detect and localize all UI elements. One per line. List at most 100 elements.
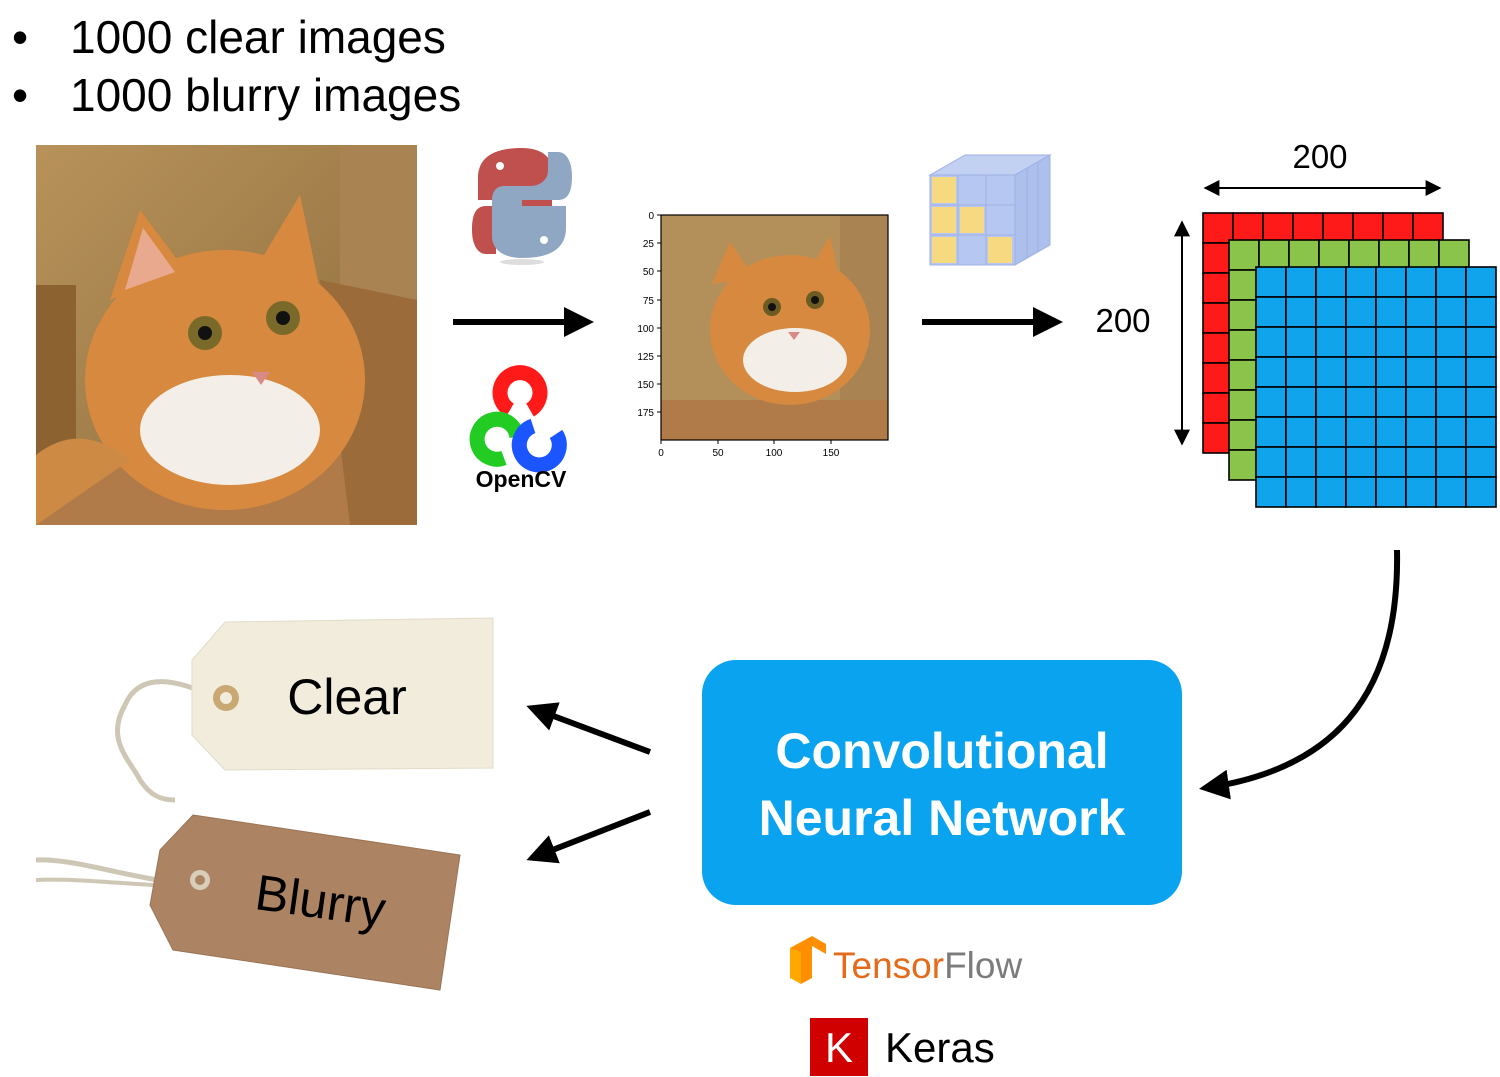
channel-cell (1345, 356, 1377, 388)
channel-cell (1345, 476, 1377, 508)
channel-cell (1412, 212, 1444, 244)
arrow-to-blurry (526, 809, 652, 864)
channel-cell (1292, 212, 1324, 244)
opencv-logo-icon (469, 365, 567, 473)
y-tick: 175 (637, 408, 654, 419)
channel-cell (1255, 386, 1287, 418)
channel-cell (1375, 476, 1407, 508)
python-logo-icon (472, 148, 572, 265)
channel-cell (1465, 416, 1497, 448)
channel-cell (1435, 356, 1467, 388)
keras-label: Keras (885, 1024, 995, 1071)
channel-cell (1375, 416, 1407, 448)
channel-cell (1465, 326, 1497, 358)
channel-cell (1405, 476, 1437, 508)
channel-cell (1345, 296, 1377, 328)
channel-cell (1405, 446, 1437, 478)
channel-cell (1345, 416, 1377, 448)
channel-cell (1228, 359, 1260, 391)
bullet-clear-images: 1000 clear images (10, 8, 461, 66)
x-tick: 0 (658, 448, 664, 459)
channel-cell (1318, 239, 1350, 271)
y-tick: 100 (637, 324, 654, 335)
channel-cell (1435, 386, 1467, 418)
channel-cell (1465, 446, 1497, 478)
channel-cell (1258, 239, 1290, 271)
channel-cell (1315, 416, 1347, 448)
dataset-bullets: 1000 clear images 1000 blurry images (10, 8, 461, 124)
channel-cell (1202, 212, 1234, 244)
channel-cell (1285, 296, 1317, 328)
channel-cell (1285, 266, 1317, 298)
channel-cell (1202, 302, 1234, 334)
channel-cell (1228, 329, 1260, 361)
y-tick: 150 (637, 380, 654, 391)
channel-cell (1322, 212, 1354, 244)
channel-cell (1255, 476, 1287, 508)
channel-cell (1345, 386, 1377, 418)
channel-cell (1435, 416, 1467, 448)
channel-cell (1465, 356, 1497, 388)
channel-cell (1375, 326, 1407, 358)
cnn-title-line2: Neural Network (759, 790, 1126, 846)
channel-cell (1375, 386, 1407, 418)
opencv-label: OpenCV (476, 466, 567, 492)
cat-photo (36, 145, 417, 525)
channel-cell (1435, 266, 1467, 298)
keras-logo-icon: K (810, 1018, 868, 1076)
tensorflow-label-a: Tensor (833, 945, 944, 986)
channel-cell (1345, 446, 1377, 478)
channel-cell (1285, 446, 1317, 478)
channel-cell (1405, 296, 1437, 328)
channel-cell (1315, 356, 1347, 388)
channel-cell (1285, 476, 1317, 508)
channel-cell (1435, 296, 1467, 328)
channel-cell (1465, 386, 1497, 418)
channel-cell (1315, 326, 1347, 358)
keras-mark: K (825, 1024, 853, 1071)
channel-cell (1202, 362, 1234, 394)
channel-cell (1255, 416, 1287, 448)
channel-cell (1255, 446, 1287, 478)
channel-cell (1315, 296, 1347, 328)
channel-cell (1465, 476, 1497, 508)
channel-cell (1375, 446, 1407, 478)
channel-cell (1232, 212, 1264, 244)
tensorflow-label-b: Flow (944, 945, 1022, 986)
channel-cell (1228, 269, 1260, 301)
channel-cell (1465, 266, 1497, 298)
channel-cell (1435, 476, 1467, 508)
channel-cell (1378, 239, 1410, 271)
channel-cell (1465, 296, 1497, 328)
channel-cell (1375, 296, 1407, 328)
numpy-logo-icon (928, 154, 1052, 266)
channel-cell (1228, 389, 1260, 421)
channel-cell (1375, 266, 1407, 298)
x-tick: 150 (823, 448, 840, 459)
channel-cell (1435, 326, 1467, 358)
clear-label: Clear (287, 669, 406, 725)
channel-cell (1348, 239, 1380, 271)
width-label: 200 (1292, 138, 1347, 175)
blue-channel (1255, 266, 1497, 508)
channel-cell (1285, 416, 1317, 448)
channel-cell (1382, 212, 1414, 244)
channel-cell (1435, 446, 1467, 478)
blurry-tag: Blurry (35, 814, 461, 991)
arrow-to-clear (526, 702, 652, 755)
channel-cell (1405, 356, 1437, 388)
resized-image-plot: 0 25 50 75 100 125 150 175 0 50 100 150 (637, 211, 889, 459)
channel-cell (1202, 242, 1234, 274)
channel-cell (1228, 449, 1260, 481)
cnn-title-line1: Convolutional (775, 723, 1108, 779)
channel-cell (1228, 299, 1260, 331)
channel-cell (1408, 239, 1440, 271)
channel-cell (1285, 386, 1317, 418)
channel-cell (1255, 266, 1287, 298)
channel-cell (1228, 239, 1260, 271)
y-tick: 125 (637, 352, 654, 363)
y-tick: 50 (643, 267, 655, 278)
channel-cell (1315, 476, 1347, 508)
y-tick: 25 (643, 239, 655, 250)
